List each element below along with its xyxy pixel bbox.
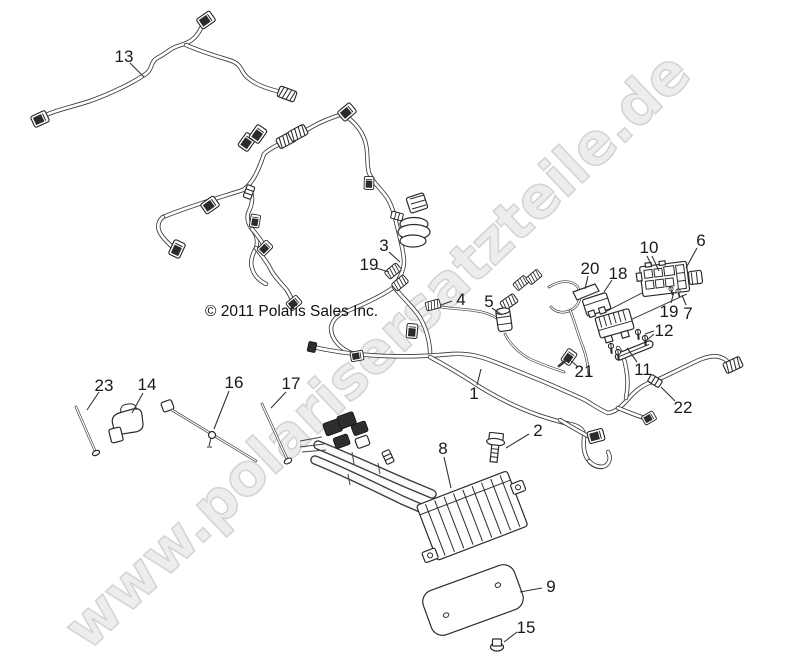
leader-line-13	[129, 62, 145, 78]
cover-plate-9	[422, 564, 524, 636]
leader-line-17	[270, 391, 287, 409]
callout-4: 4	[456, 290, 465, 309]
callout-13: 13	[115, 47, 134, 66]
relay-18	[582, 292, 612, 319]
regulator-connector-block	[322, 411, 371, 449]
leader-line-7	[681, 294, 687, 306]
harness-13	[29, 9, 298, 129]
leader-line-20	[584, 275, 589, 290]
leader-line-3	[388, 251, 401, 263]
leader-line-10	[646, 255, 653, 267]
callout-22: 22	[674, 398, 693, 417]
callout-6: 6	[696, 231, 705, 250]
leader-line-12	[646, 333, 655, 341]
leader-line-22	[660, 386, 676, 402]
connector-icon	[195, 9, 217, 31]
connector-icon	[363, 175, 375, 191]
leader-line-23	[86, 391, 100, 411]
clip-14	[108, 403, 144, 444]
ignition-switch	[397, 192, 431, 248]
harness-connectors	[167, 101, 745, 445]
callout-17: 17	[282, 374, 301, 393]
copyright-text: © 2011 Polaris Sales Inc.	[205, 303, 378, 320]
callout-16: 16	[225, 373, 244, 392]
leader-line-18	[603, 279, 613, 293]
leader-line-9	[519, 587, 543, 593]
connector-icon	[286, 123, 310, 143]
callout-9: 9	[546, 577, 555, 596]
callout-7: 7	[683, 304, 692, 323]
part-5-solenoid	[495, 292, 519, 333]
connector-icon	[167, 238, 187, 260]
callout-18: 18	[609, 264, 628, 283]
leader-line-6	[685, 247, 698, 269]
leader-line-12	[644, 330, 655, 335]
fuse-box-side-tab	[687, 269, 704, 286]
leader-line-8	[443, 456, 452, 489]
callout-20: 20	[581, 259, 600, 278]
plug-21	[557, 347, 579, 368]
callout-14: 14	[138, 375, 157, 394]
ecu-module	[594, 308, 635, 344]
connector-icon	[276, 85, 298, 103]
bolt-2	[486, 431, 506, 463]
callout-11: 11	[634, 360, 652, 379]
clamp-icon	[389, 210, 405, 222]
watermark: www.polarisersatzteile.de	[51, 38, 703, 662]
leader-line-2	[505, 433, 530, 449]
mount-line	[627, 293, 688, 322]
leader-line-10	[651, 255, 660, 272]
callout-1: 1	[469, 384, 478, 403]
callout-5: 5	[484, 292, 493, 311]
callout-23: 23	[95, 376, 114, 395]
callout-2: 2	[533, 421, 542, 440]
bolt-15	[489, 638, 505, 652]
regulator-cables	[299, 411, 432, 510]
leader-line-19	[375, 267, 390, 273]
leader-line-21	[570, 360, 578, 367]
connector-icon	[640, 410, 658, 426]
connector-icon	[405, 322, 419, 340]
cable-tie-16	[160, 399, 258, 463]
leader-line-4	[440, 300, 453, 306]
callout-21: 21	[575, 362, 594, 381]
callout-3: 3	[379, 236, 388, 255]
leader-line-14	[131, 392, 144, 414]
connector-icon	[336, 101, 358, 123]
cable-clip-icon	[381, 448, 395, 466]
fuse-box	[635, 260, 691, 298]
bracket-11	[614, 340, 654, 361]
callout-15: 15	[517, 618, 536, 637]
connector-icon	[349, 349, 365, 363]
connector-icon	[248, 213, 262, 229]
callout-12: 12	[655, 321, 674, 340]
leader-line-11	[626, 347, 638, 363]
callout-19: 19	[660, 302, 679, 321]
cable-tie-23	[74, 405, 101, 457]
leader-line-19	[670, 291, 675, 304]
connector-icon	[586, 427, 606, 445]
leader-line-16	[213, 390, 230, 430]
bracket-20	[572, 283, 600, 301]
callout-8: 8	[438, 439, 447, 458]
cable-tie-17	[260, 402, 293, 465]
callout-19: 19	[360, 255, 379, 274]
harness-end-cap	[306, 341, 318, 353]
regulator-8	[416, 470, 528, 564]
leader-line-5	[491, 307, 503, 316]
callout-10: 10	[640, 238, 659, 257]
leader-line-15	[503, 631, 518, 643]
leader-line-1	[476, 368, 482, 386]
